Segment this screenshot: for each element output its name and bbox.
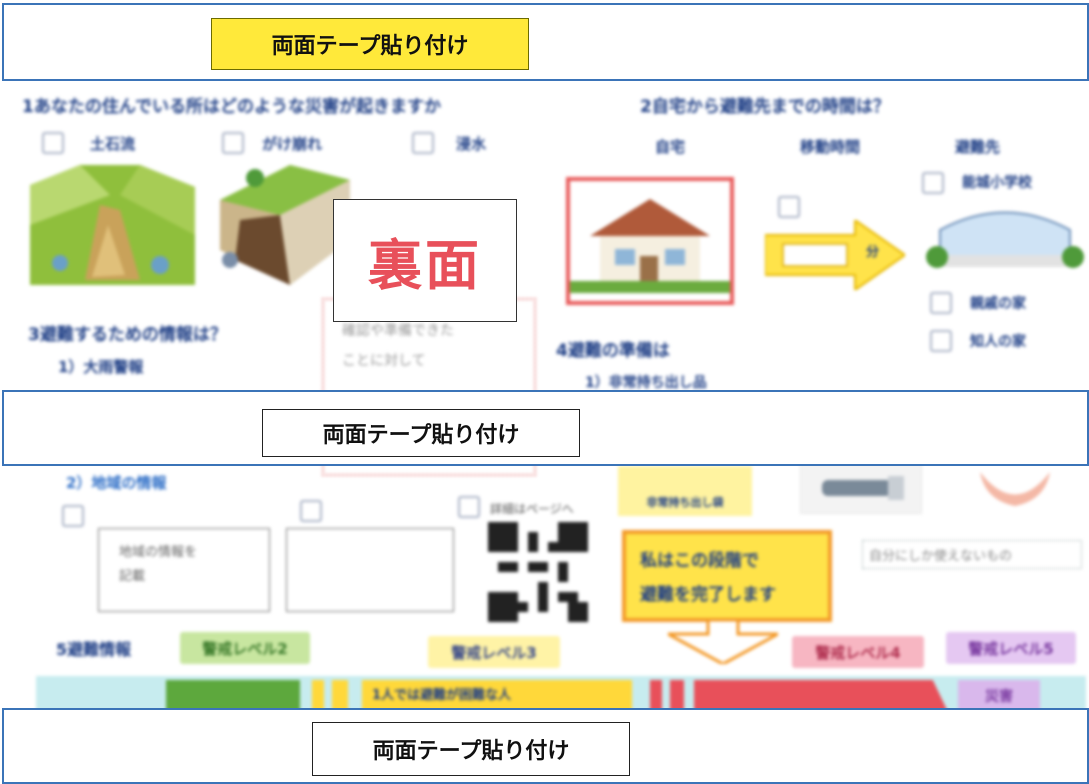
checkbox-flood — [412, 132, 434, 154]
level-5-bar: 災害 — [958, 680, 1040, 712]
landslide-illustration — [220, 165, 350, 285]
arrow-icon — [765, 220, 905, 290]
callout-line: 避難を完了します — [640, 585, 776, 605]
down-arrow-icon — [668, 620, 778, 664]
level-3-bar: 1人では避難が困難な人 — [362, 680, 632, 712]
option-label: 土石流 — [90, 134, 136, 153]
level-3-tick-b — [332, 680, 348, 712]
option-label: 浸水 — [456, 134, 487, 153]
local-info-line: 地域の情報を — [119, 545, 198, 560]
local-info-box: 地域の情報を 記載 — [98, 528, 270, 612]
tape-band-top — [2, 3, 1089, 81]
q2-col-home: 自宅 — [655, 138, 686, 156]
level-4-badge: 警戒レベル4 — [792, 636, 924, 668]
q3-item1: 1）大雨警報 — [58, 358, 144, 376]
level-4-bar — [694, 680, 948, 712]
checkbox-local-3 — [458, 496, 480, 518]
shelter-option-friend: 知人の家 — [930, 330, 1026, 352]
q5-title: 5避難情報 — [56, 640, 132, 659]
checkbox-landslide — [222, 132, 244, 154]
blank-box — [286, 528, 454, 612]
house-illustration — [570, 199, 730, 293]
back-side-label-box: 裏面 — [333, 199, 517, 322]
back-side-label: 裏面 — [368, 233, 482, 297]
school-illustration — [926, 211, 1084, 268]
checkbox-shelter — [922, 172, 944, 194]
tape-label-bottom: 両面テープ貼り付け — [312, 722, 630, 776]
flashlight-illustration — [800, 462, 922, 514]
debris-flow-illustration — [30, 165, 195, 285]
q1-option-debris: 土石流 — [42, 132, 135, 154]
callout-line: 私はこの段階で — [640, 551, 759, 571]
q1-title: 1あなたの住んでいる所はどのような災害が起きますか — [22, 97, 441, 117]
qr-code — [488, 522, 588, 622]
checkbox-relative — [930, 292, 952, 314]
q1-option-landslide: がけ崩れ — [222, 132, 322, 154]
memo-line: ことに対して — [342, 353, 426, 369]
q2-title: 2自宅から避難先までの時間は？ — [640, 97, 890, 117]
q1-option-flood: 浸水 — [412, 132, 486, 154]
level-3-badge: 警戒レベル3 — [428, 636, 560, 668]
time-unit: 分 — [866, 245, 880, 260]
callout-box: 私はこの段階で 避難を完了します — [622, 530, 832, 622]
checkbox-time — [778, 196, 800, 218]
level-3-tick-a — [312, 680, 324, 712]
tape-label-middle: 両面テープ貼り付け — [262, 409, 580, 457]
q3-title: 3避難するための情報は？ — [28, 325, 227, 345]
qr-caption: 詳細はページへ — [490, 502, 574, 516]
q4-title: 4避難の準備は — [556, 341, 670, 361]
q3-item2: 2）地域の情報 — [66, 474, 167, 492]
home-frame — [566, 177, 734, 305]
checkbox-friend — [930, 330, 952, 352]
level-5-tag: 災害 — [985, 689, 1013, 705]
memo-line: 確認や準備できた — [342, 323, 454, 339]
option-label: 親戚の家 — [970, 296, 1026, 312]
tape-label-top: 両面テープ貼り付け — [211, 18, 529, 70]
checkbox-local-2 — [300, 500, 322, 522]
q4-item1: 1）非常持ち出し品 — [585, 375, 707, 391]
level-4-tick-a — [650, 680, 662, 712]
denture-illustration — [980, 472, 1050, 506]
option-label: がけ崩れ — [262, 134, 323, 153]
level-3-desc: 1人では避難が困難な人 — [372, 688, 512, 703]
checkbox-debris — [42, 132, 64, 154]
level-5-badge: 警戒レベル5 — [946, 632, 1076, 664]
q2-col-shelter: 避難先 — [955, 138, 1001, 156]
level-2-bar — [166, 680, 300, 712]
checkbox-local-1 — [62, 505, 84, 527]
shelter-option-relative: 親戚の家 — [930, 292, 1026, 314]
option-label: 知人の家 — [970, 334, 1026, 350]
level-2-badge: 警戒レベル2 — [180, 632, 310, 664]
q2-col-time: 移動時間 — [800, 138, 861, 156]
q4-note: 自分にしか使えないもの — [862, 540, 1082, 569]
level-4-tick-b — [670, 680, 684, 712]
bag-caption: 非常持ち出し袋 — [618, 466, 752, 516]
local-info-line: 記載 — [119, 569, 146, 584]
shelter-name: 能城小学校 — [962, 175, 1032, 191]
q3-item1-row: 1）大雨警報 — [58, 356, 143, 377]
